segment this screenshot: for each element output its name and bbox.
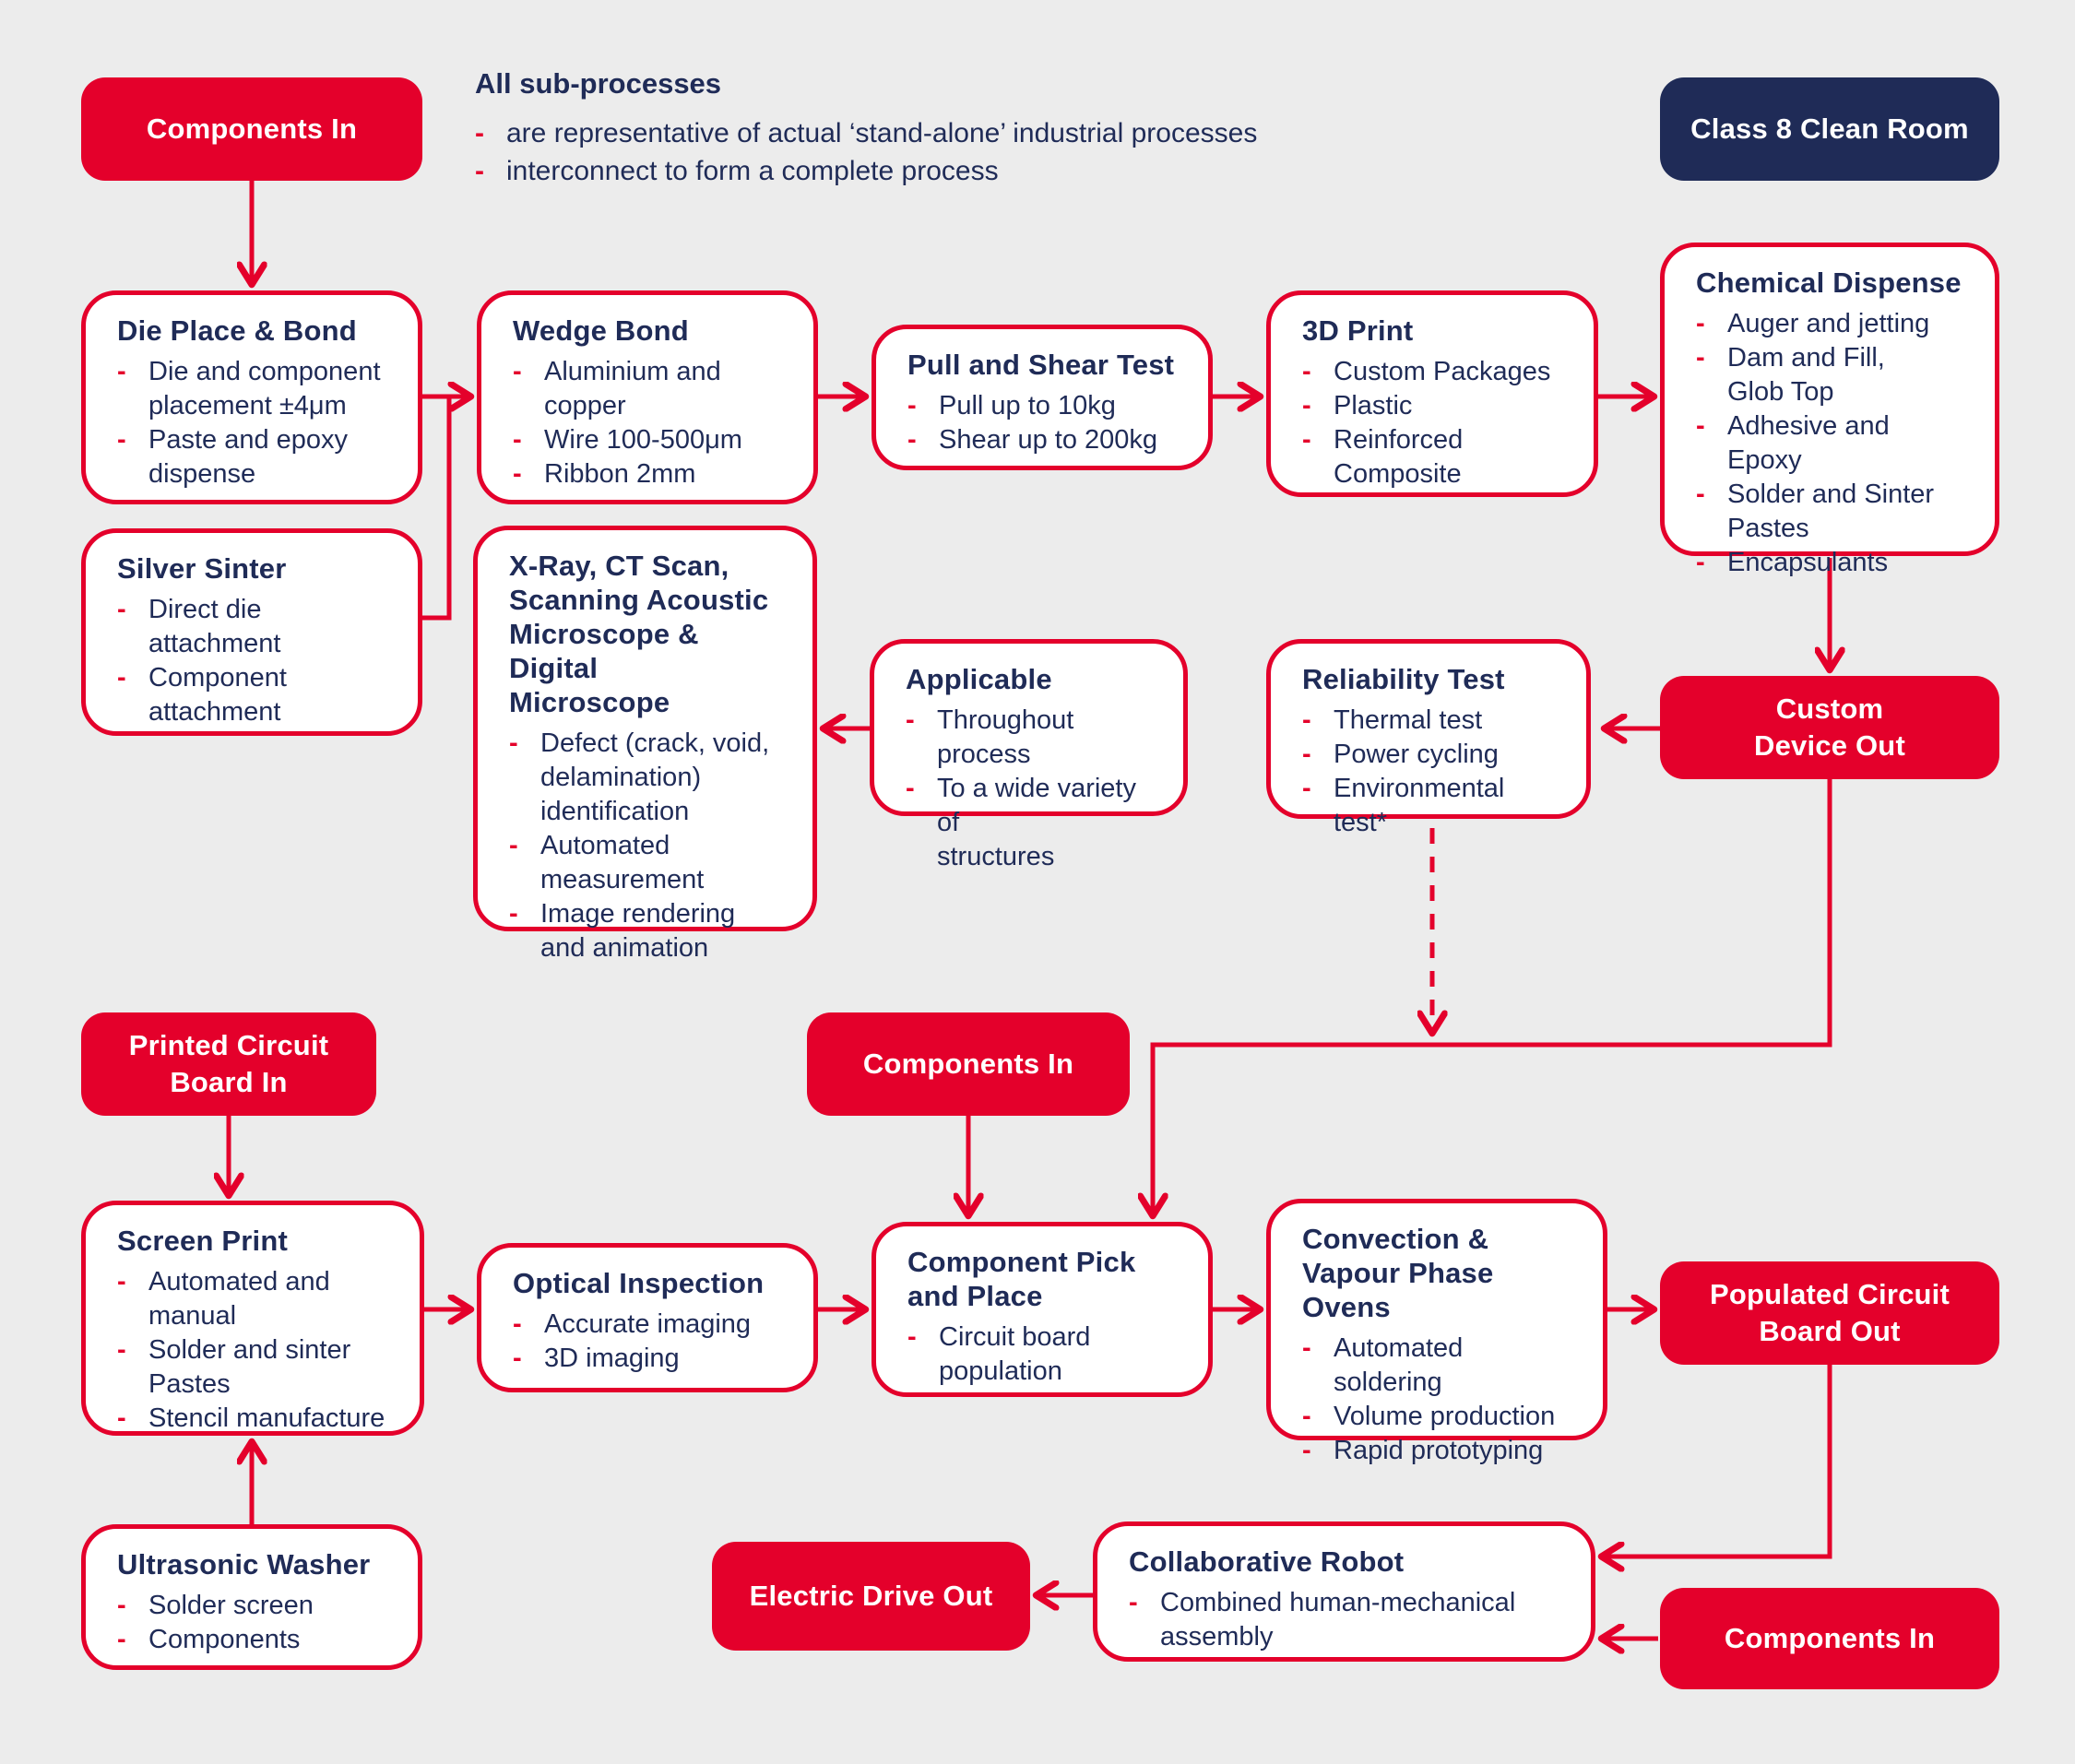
- process-bullet: Solder screen: [117, 1589, 394, 1623]
- process-reliability-test: Reliability Test Thermal test Power cycl…: [1266, 639, 1591, 837]
- process-bullet: Direct die attachment: [117, 593, 394, 661]
- process-bullet: To a wide variety of structures: [906, 772, 1159, 874]
- process-chemical-dispense: Chemical Dispense Auger and jetting Dam …: [1660, 243, 1999, 577]
- process-bullet: Auger and jetting: [1696, 307, 1971, 341]
- process-title: Chemical Dispense: [1696, 266, 1962, 299]
- process-title: Optical Inspection: [513, 1267, 765, 1299]
- legend-bullet: are representative of actual ‘stand-alon…: [475, 114, 1582, 152]
- io-electric-drive-out: Electric Drive Out: [712, 1542, 1030, 1651]
- process-bullet: Solder and Sinter Pastes: [1696, 478, 1971, 546]
- process-bullet: Circuit board population: [907, 1320, 1184, 1389]
- line-pcbout-to-collabrobot: [1604, 1365, 1832, 1557]
- process-bullet: Components: [117, 1623, 394, 1657]
- process-title: Pull and Shear Test: [907, 349, 1175, 381]
- process-silver-sinter: Silver Sinter Direct die attachment Comp…: [81, 528, 422, 736]
- process-bullet: Stencil manufacture: [117, 1402, 396, 1436]
- io-populated-circuit-board-out: Populated Circuit Board Out: [1660, 1261, 1999, 1365]
- process-bullet: Throughout process: [906, 704, 1159, 772]
- process-bullet: Solder and sinter Pastes: [117, 1333, 396, 1402]
- io-components-in-bottom: Components In: [1660, 1588, 1999, 1689]
- io-printed-circuit-board-in: Printed Circuit Board In: [81, 1012, 376, 1116]
- process-optical-inspection: Optical Inspection Accurate imaging 3D i…: [477, 1243, 818, 1392]
- process-bullet: Dam and Fill, Glob Top: [1696, 341, 1971, 409]
- process-bullet: Shear up to 200kg: [907, 423, 1184, 457]
- process-ultrasonic-washer: Ultrasonic Washer Solder screen Componen…: [81, 1524, 422, 1670]
- process-bullet: Image rendering and animation: [509, 897, 788, 965]
- process-bullet: Rapid prototyping: [1302, 1434, 1579, 1468]
- line-silversinter-branch: [422, 397, 452, 621]
- process-bullet: Power cycling: [1302, 738, 1562, 772]
- process-pull-shear-test: Pull and Shear Test Pull up to 10kg Shea…: [872, 325, 1213, 470]
- io-custom-device-out: Custom Device Out: [1660, 676, 1999, 779]
- process-convection-vapour-ovens: Convection & Vapour Phase Ovens Automate…: [1266, 1199, 1607, 1465]
- process-bullet: Ribbon 2mm: [513, 457, 789, 491]
- process-title: Convection & Vapour Phase Ovens: [1302, 1223, 1494, 1323]
- process-title: Applicable: [906, 663, 1052, 695]
- process-bullet: Combined human-mechanical assembly: [1129, 1586, 1567, 1654]
- process-title: Wedge Bond: [513, 314, 689, 347]
- process-bullet: Pull up to 10kg: [907, 389, 1184, 423]
- process-bullet: Automated measurement: [509, 829, 788, 897]
- legend-note: All sub-processes are representative of …: [475, 66, 1582, 190]
- process-applicable: Applicable Throughout process To a wide …: [870, 639, 1188, 871]
- process-title: Die Place & Bond: [117, 314, 357, 347]
- process-die-place-bond: Die Place & Bond Die and component place…: [81, 290, 422, 504]
- process-collaborative-robot: Collaborative Robot Combined human-mecha…: [1093, 1521, 1595, 1662]
- process-bullet: Thermal test: [1302, 704, 1562, 738]
- line-customdevice-to-pickplace: [1153, 779, 1832, 1213]
- process-bullet: Environmental test*: [1302, 772, 1562, 840]
- process-3d-print: 3D Print Custom Packages Plastic Reinfor…: [1266, 290, 1598, 497]
- process-component-pick-place: Component Pick and Place Circuit board p…: [872, 1222, 1213, 1397]
- process-bullet: Automated and manual: [117, 1265, 396, 1333]
- process-bullet: Aluminium and copper: [513, 355, 789, 423]
- legend-heading: All sub-processes: [475, 67, 722, 100]
- process-bullet: Paste and epoxy dispense: [117, 423, 394, 491]
- legend-bullet: interconnect to form a complete process: [475, 152, 1582, 190]
- process-title: Screen Print: [117, 1225, 289, 1257]
- process-bullet: Component attachment: [117, 661, 394, 729]
- badge-class-8-clean-room: Class 8 Clean Room: [1660, 77, 1999, 181]
- process-xray-ct-scan: X-Ray, CT Scan, Scanning Acoustic Micros…: [473, 526, 817, 963]
- process-title: Ultrasonic Washer: [117, 1548, 371, 1580]
- process-bullet: Plastic: [1302, 389, 1570, 423]
- process-bullet: Adhesive and Epoxy: [1696, 409, 1971, 478]
- process-bullet: 3D imaging: [513, 1342, 789, 1376]
- process-title: Reliability Test: [1302, 663, 1505, 695]
- process-bullet: Reinforced Composite: [1302, 423, 1570, 491]
- process-title: 3D Print: [1302, 314, 1414, 347]
- process-bullet: Defect (crack, void, delamination) ident…: [509, 727, 788, 829]
- process-bullet: Encapsulants: [1696, 546, 1971, 580]
- process-bullet: Volume production: [1302, 1400, 1579, 1434]
- process-title: Component Pick and Place: [907, 1246, 1136, 1312]
- io-components-in-mid: Components In: [807, 1012, 1130, 1116]
- process-bullet: Automated soldering: [1302, 1332, 1579, 1400]
- process-bullet: Die and component placement ±4μm: [117, 355, 394, 423]
- process-title: Silver Sinter: [117, 552, 287, 585]
- process-wedge-bond: Wedge Bond Aluminium and copper Wire 100…: [477, 290, 818, 504]
- process-screen-print: Screen Print Automated and manual Solder…: [81, 1201, 424, 1436]
- process-bullet: Wire 100-500μm: [513, 423, 789, 457]
- process-title: X-Ray, CT Scan, Scanning Acoustic Micros…: [509, 550, 769, 718]
- process-bullet: Custom Packages: [1302, 355, 1570, 389]
- process-title: Collaborative Robot: [1129, 1545, 1405, 1578]
- io-components-in-top: Components In: [81, 77, 422, 181]
- process-bullet: Accurate imaging: [513, 1308, 789, 1342]
